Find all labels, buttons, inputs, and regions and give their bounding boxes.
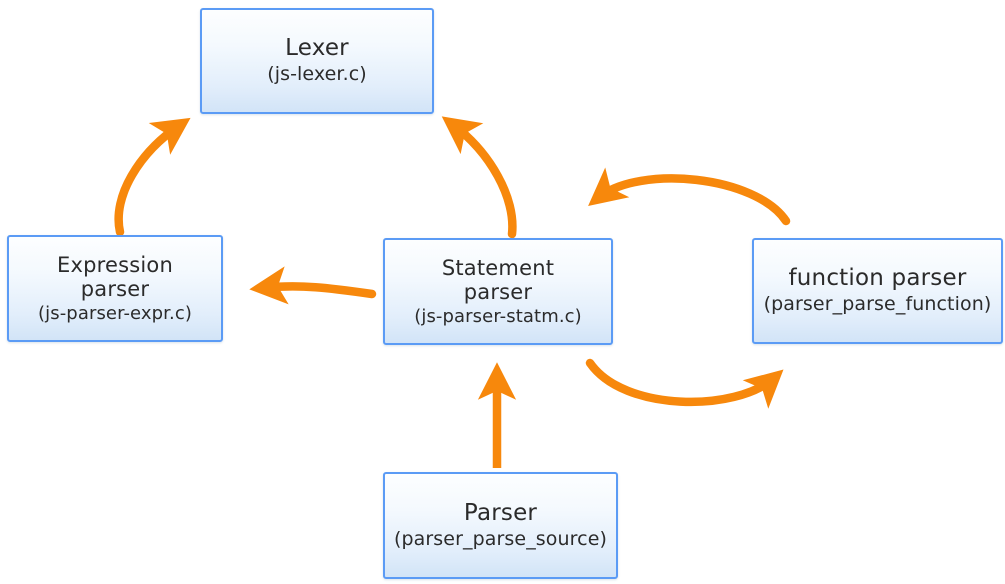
node-lexer-title: Lexer <box>285 35 349 62</box>
node-expression-parser-title-line2: parser <box>80 277 150 302</box>
node-expression-parser-title-line1: Expression <box>57 252 173 277</box>
node-lexer[interactable]: Lexer (js-lexer.c) <box>200 8 434 114</box>
node-function-parser-title: function parser <box>788 265 967 292</box>
edge-expression-to-lexer <box>114 117 191 237</box>
edge-statement-to-function <box>585 358 784 409</box>
node-parser-title: Parser <box>463 499 538 526</box>
edge-statement-to-lexer <box>441 116 517 239</box>
node-statement-parser-title-line1: Statement <box>441 255 555 280</box>
node-function-parser[interactable]: function parser (parser_parse_function) <box>752 238 1003 344</box>
node-statement-parser[interactable]: Statement parser (js-parser-statm.c) <box>383 238 613 345</box>
node-lexer-subtitle: (js-lexer.c) <box>267 63 367 86</box>
node-parser[interactable]: Parser (parser_parse_source) <box>383 472 618 579</box>
node-expression-parser-subtitle: (js-parser-expr.c) <box>38 303 192 325</box>
edge-function-to-statement <box>588 167 791 226</box>
node-function-parser-subtitle: (parser_parse_function) <box>763 293 992 316</box>
node-expression-parser[interactable]: Expression parser (js-parser-expr.c) <box>7 235 223 342</box>
node-statement-parser-title-line2: parser <box>463 280 533 305</box>
node-parser-subtitle: (parser_parse_source) <box>393 527 608 550</box>
node-statement-parser-subtitle: (js-parser-statm.c) <box>414 306 582 328</box>
edge-statement-to-expression <box>249 266 377 305</box>
